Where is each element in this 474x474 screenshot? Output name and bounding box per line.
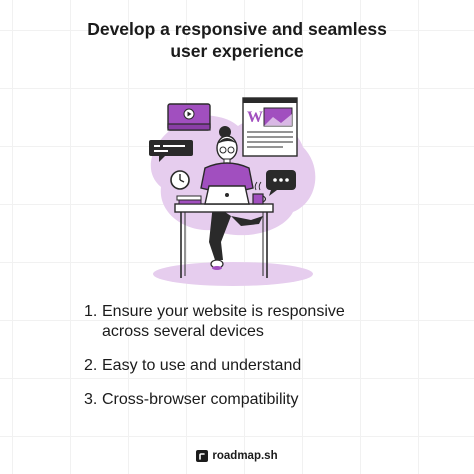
steps-list: 1. Ensure your website is responsive acr… (84, 302, 444, 410)
list-item: 2. Easy to use and understand (84, 356, 444, 376)
list-item: 1. Ensure your website is responsive acr… (84, 302, 444, 342)
step-number: 3. (84, 391, 98, 408)
code-bubble-icon (149, 140, 193, 162)
title-line-2: user experience (170, 41, 304, 61)
roadmap-logo-icon (196, 450, 209, 462)
coffee-mug (252, 181, 267, 205)
video-player-icon (167, 103, 211, 131)
page-title: Develop a responsive and seamless user e… (0, 18, 474, 62)
footer-brand[interactable]: roadmap.sh (0, 450, 474, 462)
title-line-1: Develop a responsive and seamless (87, 19, 387, 39)
step-number: 2. (84, 357, 98, 374)
chat-bubble-icon (266, 170, 296, 196)
clock-icon (170, 170, 190, 190)
floor-shadow (153, 262, 313, 286)
step-text: Cross-browser compatibility (102, 391, 299, 408)
step-text: Easy to use and understand (102, 357, 302, 374)
step-number: 1. (84, 303, 98, 320)
brand-name: roadmap.sh (212, 450, 278, 462)
document-icon: W (242, 97, 298, 157)
doc-letter: W (247, 109, 263, 126)
step-text: Ensure your website is responsive across… (102, 303, 345, 340)
books (176, 195, 202, 205)
laptop (204, 185, 250, 205)
list-item: 3. Cross-browser compatibility (84, 390, 444, 410)
developer-illustration: W (149, 97, 316, 286)
